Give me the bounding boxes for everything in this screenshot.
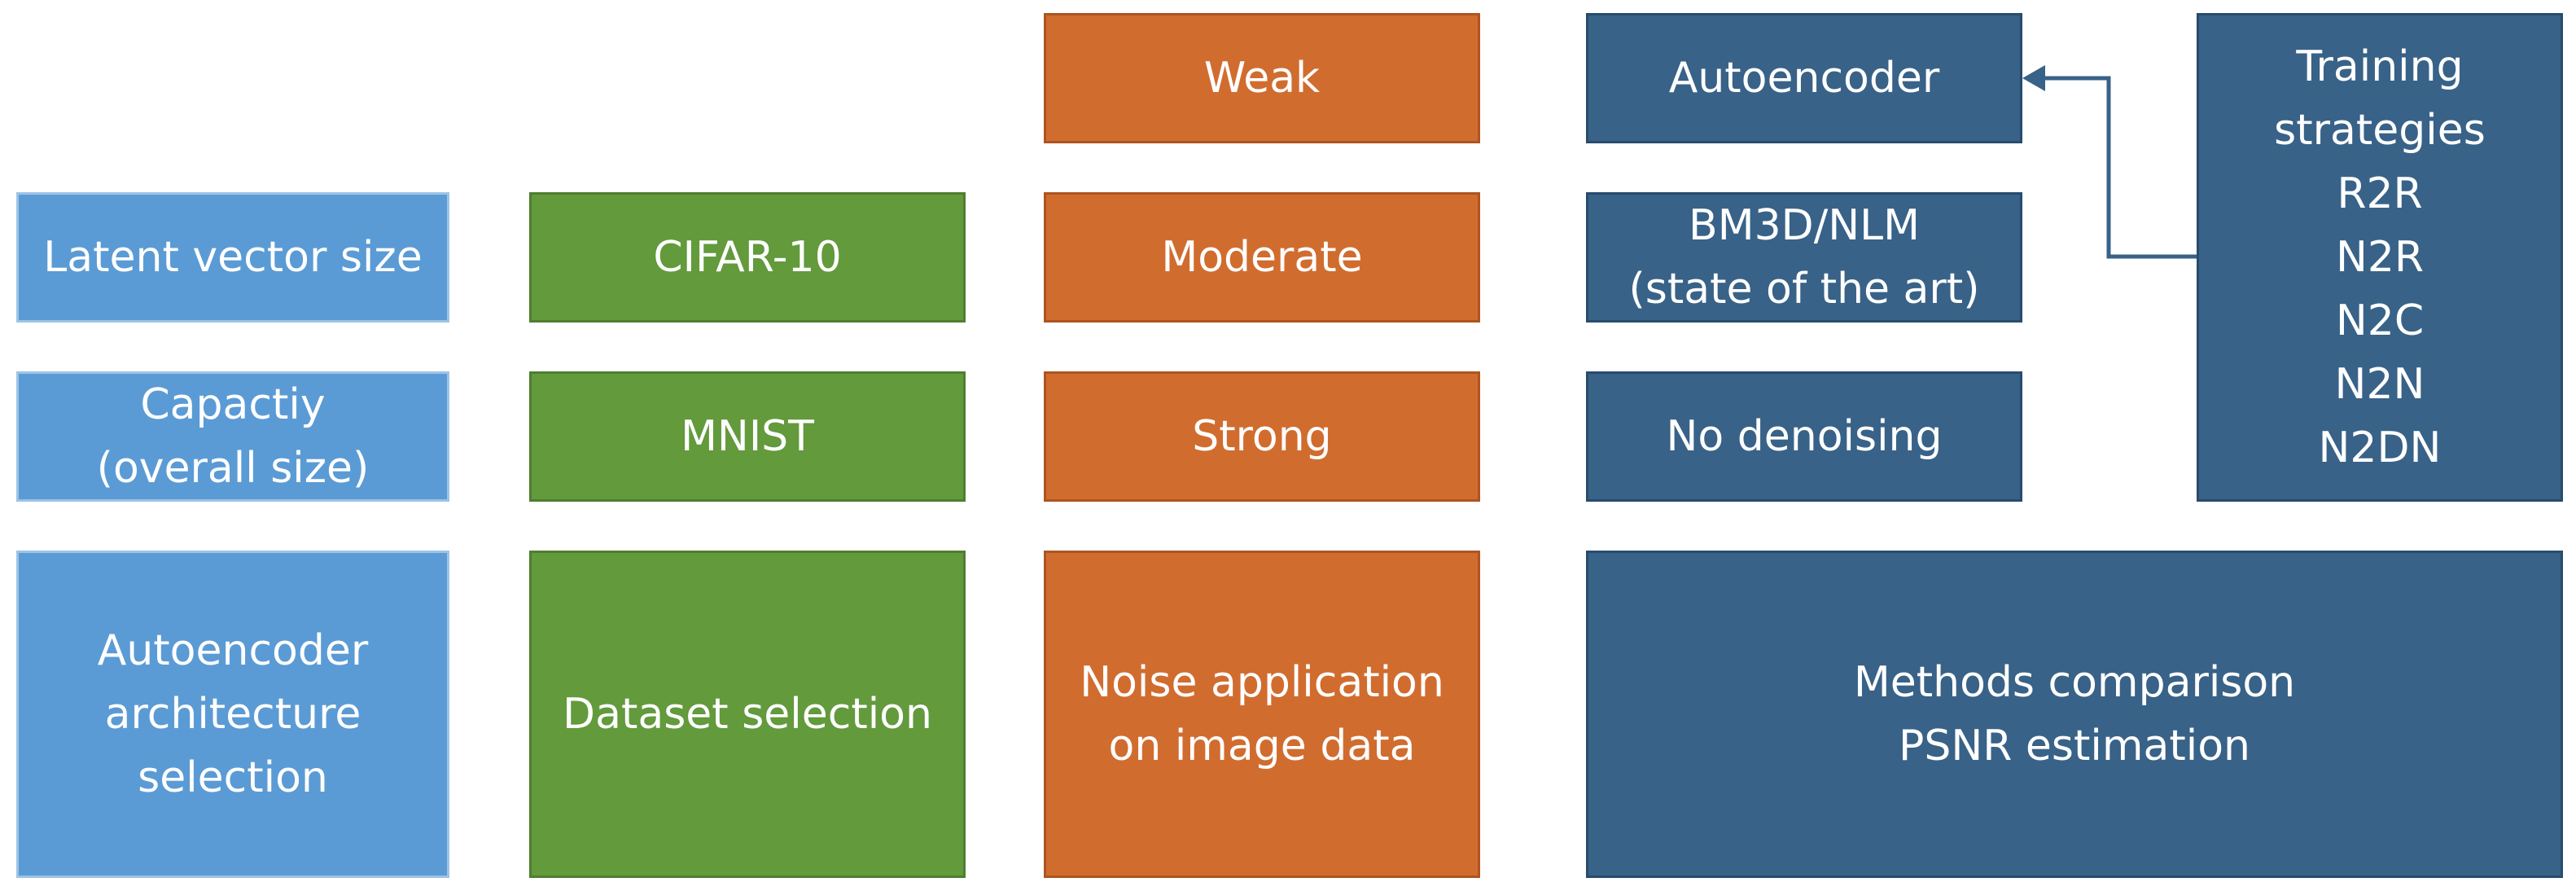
mnist-box: MNIST bbox=[529, 371, 966, 502]
arrow-head bbox=[2022, 65, 2045, 91]
architecture-selection-box: Autoencoder architecture selection bbox=[16, 551, 449, 878]
bm3d-nlm-box: BM3D/NLM (state of the art) bbox=[1586, 192, 2022, 323]
methods-comparison-box: Methods comparison PSNR estimation bbox=[1586, 551, 2563, 878]
weak-noise-box: Weak bbox=[1044, 13, 1480, 143]
training-strategies-box: Training strategies R2R N2R N2C N2N N2DN bbox=[2197, 13, 2563, 502]
latent-vector-size-box: Latent vector size bbox=[16, 192, 449, 323]
moderate-noise-box: Moderate bbox=[1044, 192, 1480, 323]
arrow-line bbox=[2040, 76, 2197, 259]
autoencoder-method-box: Autoencoder bbox=[1586, 13, 2022, 143]
no-denoising-box: No denoising bbox=[1586, 371, 2022, 502]
strong-noise-box: Strong bbox=[1044, 371, 1480, 502]
cifar10-box: CIFAR-10 bbox=[529, 192, 966, 323]
noise-application-box: Noise application on image data bbox=[1044, 551, 1480, 878]
dataset-selection-box: Dataset selection bbox=[529, 551, 966, 878]
capacity-box: Capactiy (overall size) bbox=[16, 371, 449, 502]
